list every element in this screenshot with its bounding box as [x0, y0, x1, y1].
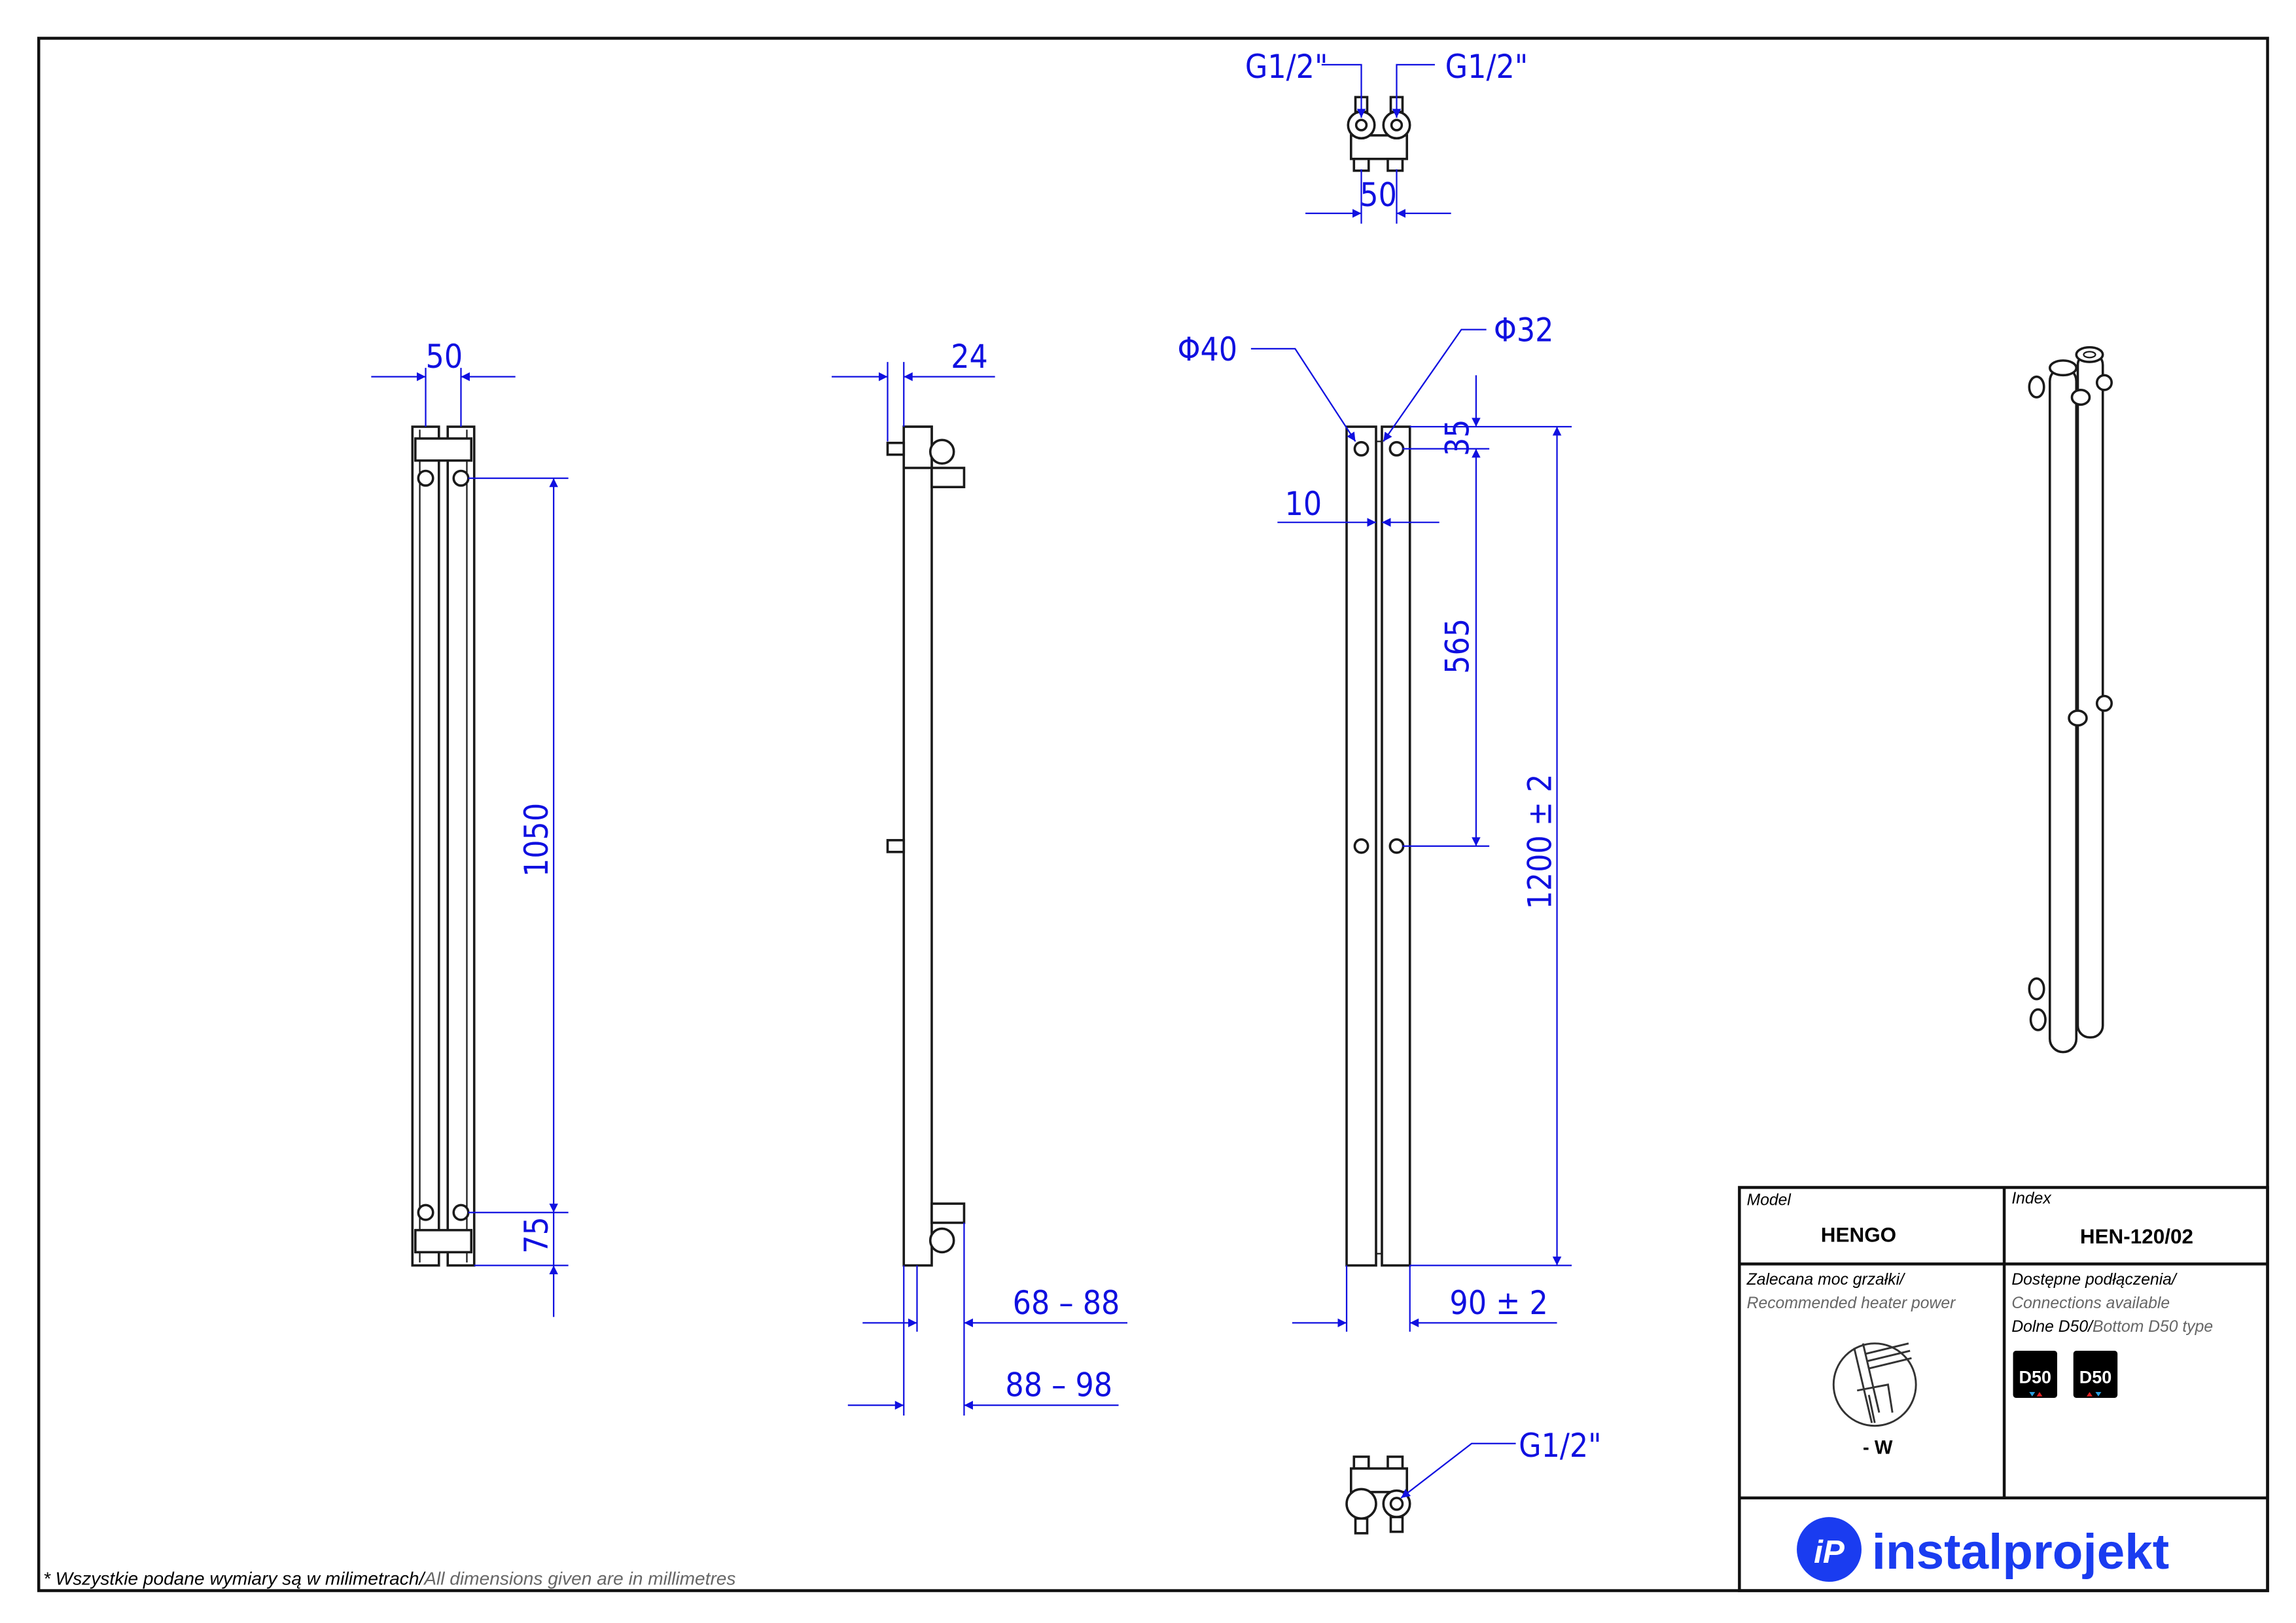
svg-text:D50: D50 [2019, 1368, 2051, 1387]
dim-side-range-2: 88 – 98 [1005, 1366, 1112, 1404]
badge-d50-2: D50 [2073, 1351, 2118, 1398]
dim-width-total: 90 ± 2 [1449, 1284, 1547, 1322]
dim-diameter-32: Φ32 [1494, 312, 1554, 349]
index-value: HEN-120/02 [2080, 1225, 2193, 1248]
dim-top-conn-left: G1/2" [1245, 48, 1328, 86]
drawing-border [37, 37, 2269, 1592]
heater-label-en: Recommended heater power [1747, 1294, 1957, 1312]
front-view: 50 1050 75 [371, 338, 569, 1317]
dim-height: 1200 ± 2 [1521, 774, 1559, 909]
dim-mid-spacing: 565 [1439, 618, 1477, 674]
footer-note-en: All dimensions given are in millimetres [423, 1569, 735, 1589]
dim-bottom-conn: G1/2" [1519, 1427, 1602, 1465]
dim-diameter-40: Φ40 [1177, 330, 1237, 368]
svg-text:iP: iP [1814, 1534, 1845, 1570]
instalprojekt-logo: iP instalprojekt [1797, 1517, 2169, 1582]
dim-top-conn-right: G1/2" [1445, 48, 1528, 86]
connection-type-pl: Dolne D50/ [2011, 1318, 2094, 1336]
isometric-view [2028, 346, 2113, 1054]
dim-top-conn-spacing: 50 [1360, 176, 1397, 214]
top-view: G1/2" G1/2" 50 [1245, 48, 1528, 224]
footer-note-pl: * Wszystkie podane wymiary są w milimetr… [43, 1569, 427, 1589]
heater-icon [1832, 1342, 1917, 1427]
bottom-view: G1/2" [1345, 1427, 1602, 1535]
connections-label-en: Connections available [2011, 1294, 2170, 1312]
heater-value: - W [1863, 1437, 1893, 1458]
title-block: Model HENGO Index HEN-120/02 Zalecana mo… [1738, 1186, 2269, 1592]
index-label: Index [2011, 1190, 2052, 1207]
dim-valve-spacing: 1050 [518, 803, 556, 877]
rear-view: Φ40 Φ32 10 35 565 1200 ± 2 90 ± 2 [1177, 312, 1572, 1332]
heater-label-pl: Zalecana moc grzałki/ [1746, 1271, 1906, 1289]
model-value: HENGO [1821, 1224, 1896, 1247]
dim-side-range-1: 68 – 88 [1013, 1284, 1120, 1322]
dim-front-width: 50 [426, 338, 463, 376]
model-label: Model [1747, 1191, 1792, 1209]
svg-text:D50: D50 [2079, 1368, 2111, 1387]
dim-top-offset: 35 [1439, 419, 1477, 456]
dim-bottom-offset: 75 [518, 1217, 556, 1254]
side-view: 24 68 – 88 88 – 98 [832, 338, 1128, 1416]
dim-side-depth: 24 [951, 338, 988, 376]
connections-label-pl: Dostępne podłączenia/ [2011, 1271, 2178, 1289]
dim-gap: 10 [1285, 485, 1322, 523]
connection-type-en: Bottom D50 type [2093, 1318, 2213, 1336]
badge-d50-1: D50 [2013, 1351, 2058, 1398]
svg-text:Dolne D50/Bottom D50 type: Dolne D50/Bottom D50 type [2011, 1318, 2213, 1336]
brand-name: instalprojekt [1872, 1524, 2169, 1580]
footer-note: * Wszystkie podane wymiary są w milimetr… [43, 1569, 736, 1589]
